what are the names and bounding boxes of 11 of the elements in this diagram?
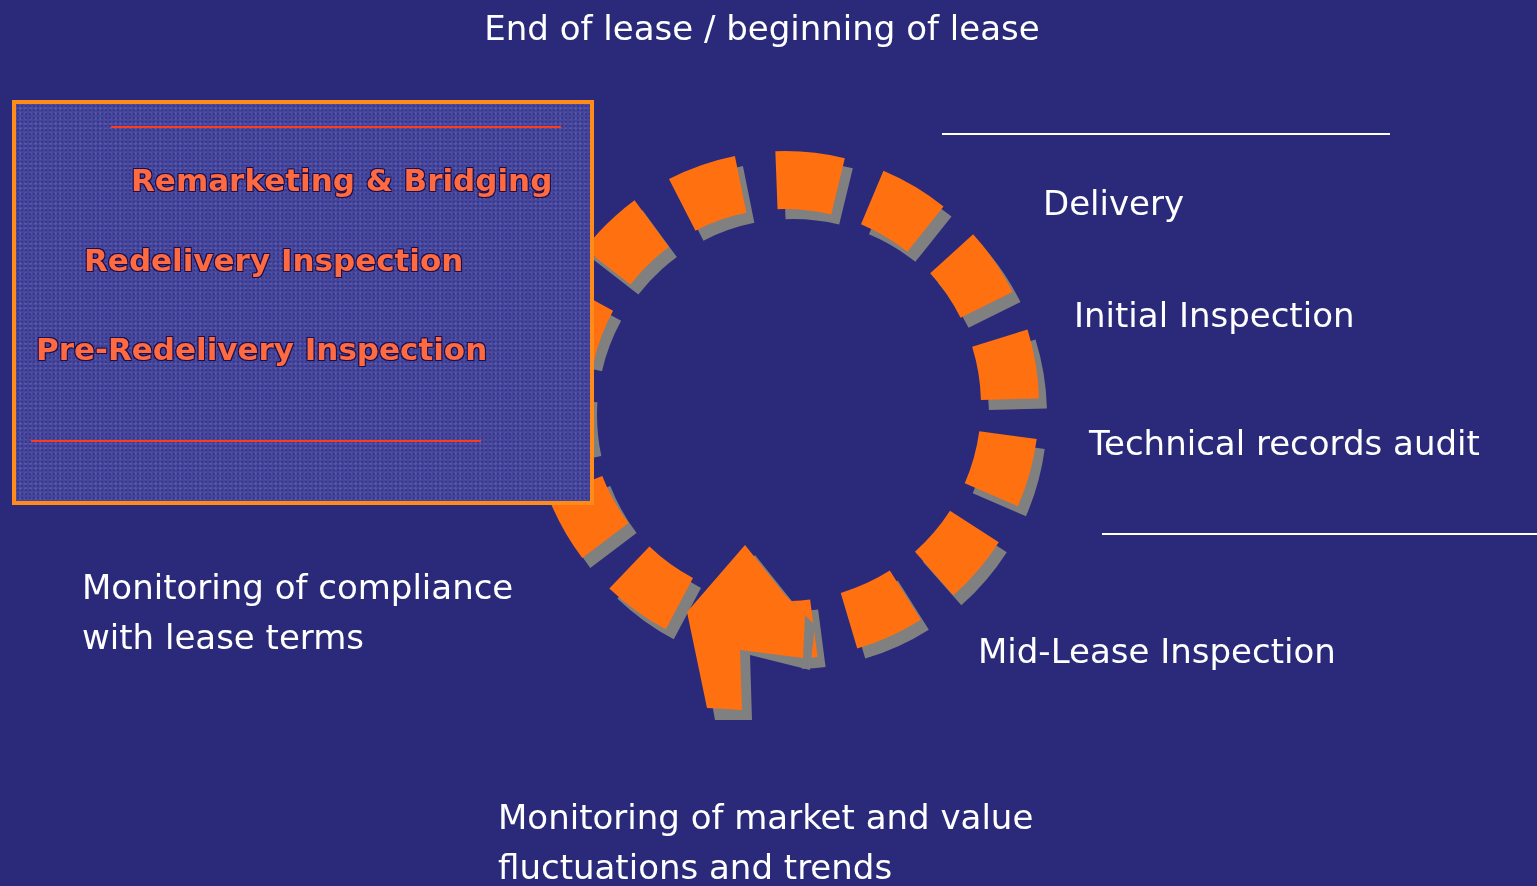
- panel-text: Remarketing & Bridging: [131, 162, 553, 198]
- title: End of lease / beginning of lease: [483, 7, 1041, 50]
- label-text: Mid-Lease Inspection: [978, 630, 1336, 673]
- label-text: Technical records audit: [1089, 422, 1480, 465]
- panel-text: Pre-Redelivery Inspection: [36, 331, 488, 367]
- label-text: Delivery: [1043, 182, 1185, 225]
- panel: [12, 100, 594, 505]
- label-text: Monitoring of compliance with lease terms: [82, 566, 515, 659]
- panel-text: Redelivery Inspection: [84, 242, 464, 278]
- label-text: Initial Inspection: [1074, 294, 1355, 337]
- label-text: Monitoring of market and value fluctuations and trends: [498, 796, 1035, 886]
